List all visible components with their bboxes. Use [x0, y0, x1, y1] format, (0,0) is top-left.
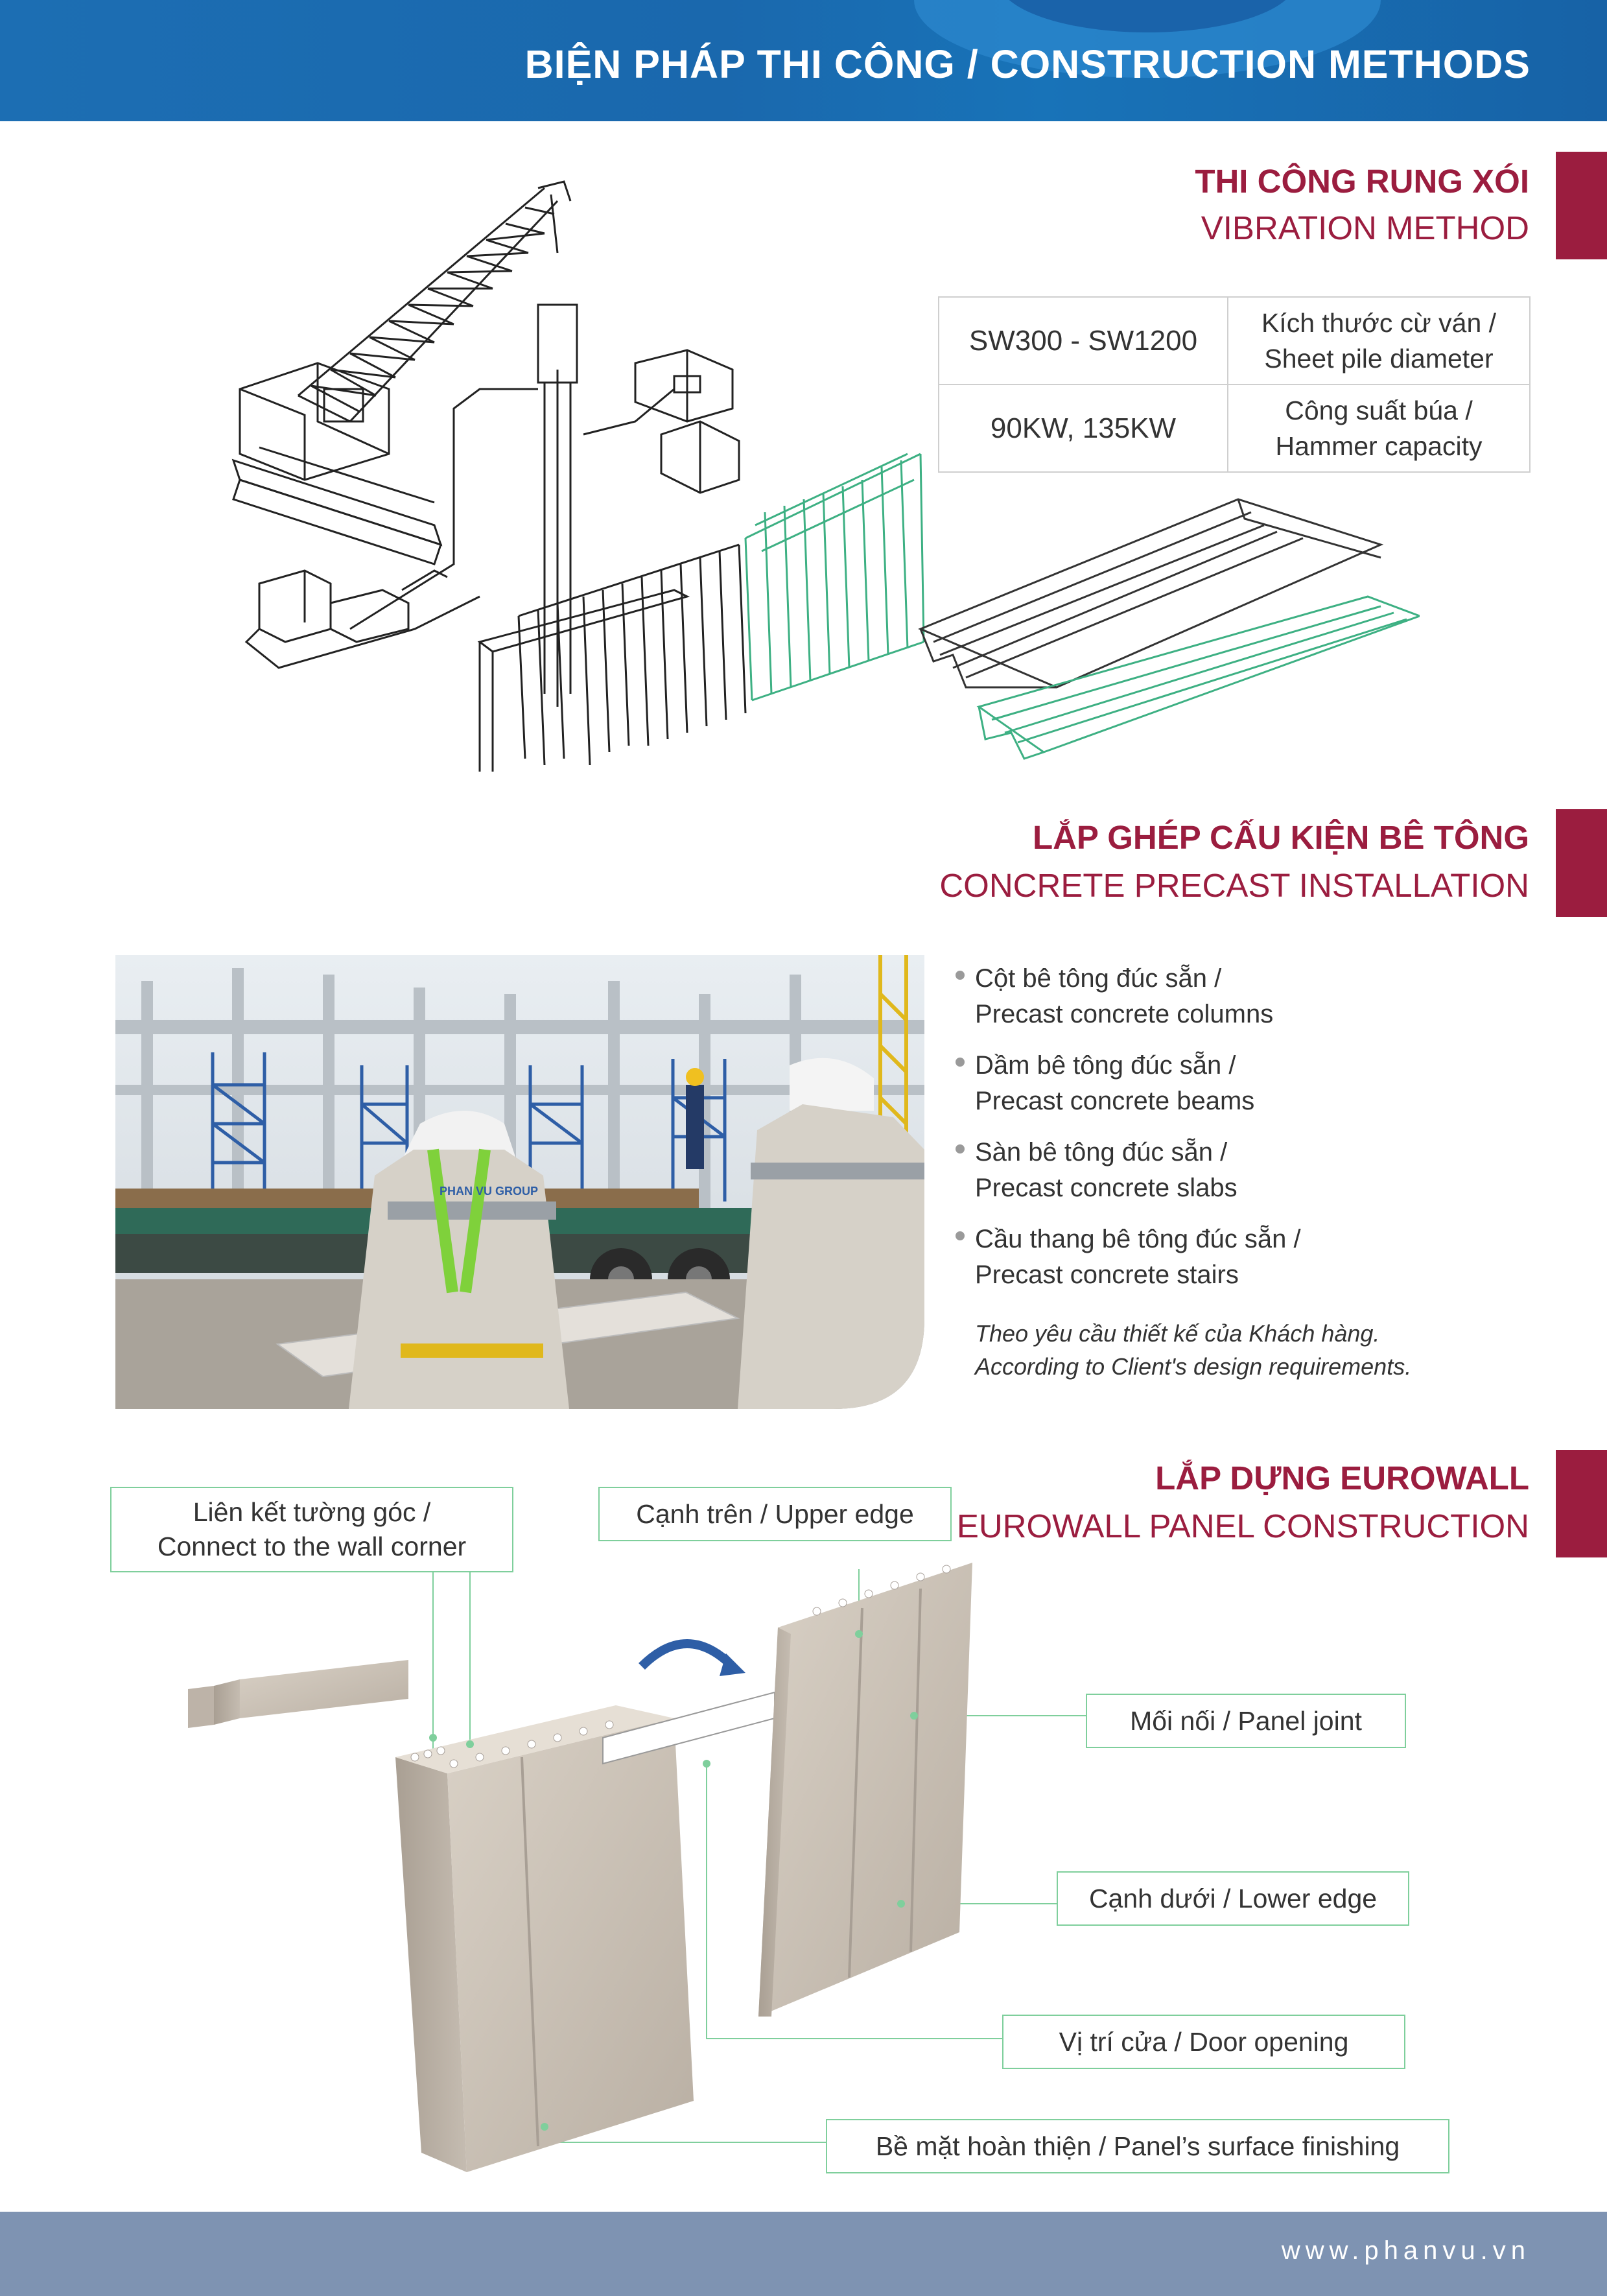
spec-table: SW300 - SW1200 Kích thước cừ ván / Sheet…: [938, 296, 1531, 473]
precast-note-en: According to Client's design requirement…: [975, 1353, 1412, 1380]
precast-installation-photo: PHAN VU GROUP: [115, 955, 924, 1409]
section-title-en: CONCRETE PRECAST INSTALLATION: [939, 867, 1529, 904]
sheet-pile-profile-illustration: [918, 498, 1420, 760]
page-header: BIỆN PHÁP THI CÔNG / CONSTRUCTION METHOD…: [0, 0, 1607, 121]
vest-logo-text: PHAN VU GROUP: [440, 1185, 538, 1198]
spec-label-en: Hammer capacity: [1275, 431, 1483, 461]
callout-wall-corner: Liên kết tường góc / Connect to the wall…: [110, 1487, 513, 1572]
section-title-vn: LẮP GHÉP CẤU KIỆN BÊ TÔNG: [1032, 819, 1529, 856]
spec-value: SW300 - SW1200: [938, 296, 1228, 385]
callout-door-opening: Vị trí cửa / Door opening: [1002, 2015, 1405, 2069]
callout-lower-edge: Cạnh dưới / Lower edge: [1057, 1871, 1409, 1926]
section-marker-vibration: [1556, 152, 1607, 259]
spec-value: 90KW, 135KW: [938, 384, 1228, 473]
section-marker-precast: [1556, 809, 1607, 917]
bullet-marker: [956, 1144, 965, 1154]
precast-item-en: Precast concrete slabs: [975, 1174, 1238, 1202]
page-footer: www.phanvu.vn: [0, 2212, 1607, 2296]
section-title-en: VIBRATION METHOD: [1201, 209, 1529, 246]
footer-website-link[interactable]: www.phanvu.vn: [1281, 2236, 1531, 2265]
precast-item-vn: Cột bê tông đúc sẵn /: [975, 964, 1222, 993]
callout-upper-edge: Cạnh trên / Upper edge: [598, 1487, 952, 1541]
vibration-crane-illustration: [231, 180, 925, 772]
precast-item-en: Precast concrete columns: [975, 1000, 1274, 1028]
section-marker-eurowall: [1556, 1450, 1607, 1557]
precast-note-vn: Theo yêu cầu thiết kế của Khách hàng.: [975, 1320, 1380, 1347]
page-title: BIỆN PHÁP THI CÔNG / CONSTRUCTION METHOD…: [524, 42, 1531, 86]
bullet-marker: [956, 971, 965, 980]
eurowall-panel-illustration: [188, 1563, 1086, 2172]
precast-item-vn: Cầu thang bê tông đúc sẵn /: [975, 1225, 1301, 1253]
precast-item-vn: Dầm bê tông đúc sẵn /: [975, 1051, 1236, 1080]
callout-wall-corner-en: Connect to the wall corner: [157, 1532, 467, 1561]
spec-label: Kích thước cừ ván / Sheet pile diameter: [1227, 296, 1531, 385]
spec-label: Công suất búa / Hammer capacity: [1227, 384, 1531, 473]
precast-item-vn: Sàn bê tông đúc sẵn /: [975, 1138, 1228, 1166]
section-title-vn: LẮP DỰNG EUROWALL: [1155, 1460, 1529, 1497]
section-title-en: EUROWALL PANEL CONSTRUCTION: [956, 1508, 1529, 1544]
callout-wall-corner-vn: Liên kết tường góc /: [193, 1497, 431, 1527]
spec-label-vn: Kích thước cừ ván /: [1261, 307, 1497, 338]
callout-panel-joint: Mối nối / Panel joint: [1086, 1694, 1406, 1748]
spec-label-vn: Công suất búa /: [1285, 395, 1473, 425]
callout-surface-finishing: Bề mặt hoàn thiện / Panel’s surface fini…: [826, 2119, 1449, 2173]
table-row: 90KW, 135KW Công suất búa / Hammer capac…: [938, 384, 1531, 473]
spec-label-en: Sheet pile diameter: [1264, 343, 1494, 373]
section-title-vn: THI CÔNG RUNG XÓI: [1195, 163, 1529, 200]
precast-item-en: Precast concrete stairs: [975, 1260, 1239, 1289]
table-row: SW300 - SW1200 Kích thước cừ ván / Sheet…: [938, 296, 1531, 385]
bullet-marker: [956, 1058, 965, 1067]
bullet-marker: [956, 1231, 965, 1240]
precast-item-en: Precast concrete beams: [975, 1087, 1255, 1115]
